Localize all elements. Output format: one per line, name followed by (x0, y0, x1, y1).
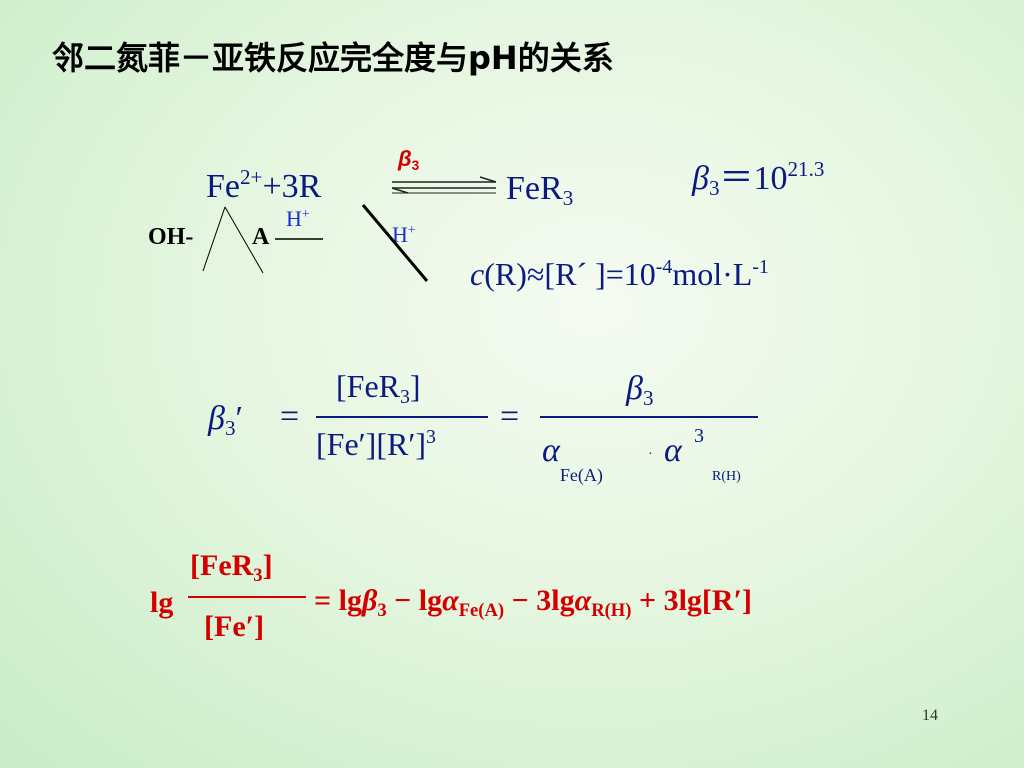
beta3-value: β3＝1021.3 (692, 156, 825, 201)
reaction-beta-label: β3 (398, 146, 420, 174)
log-eq-denominator: [Fe′] (204, 610, 265, 643)
cond-constant-lhs: β3′ (208, 400, 243, 441)
log-eq-numerator: [FeR3] (190, 549, 273, 586)
log-eq-lg: lg (150, 586, 174, 619)
reactant: Fe2++3R (206, 164, 322, 205)
side-h-right: H+ (392, 221, 416, 247)
cond-equals-2: = (500, 398, 520, 435)
cond-fraction2-alpha-r-sup: 3 (694, 425, 704, 447)
cond-fraction2-alpha-fe: αFe(A) (542, 432, 603, 485)
cond-fraction2-alpha-r: α (664, 432, 682, 469)
cond-fraction1-denominator: [Fe′][R′]3 (316, 425, 436, 462)
product: FeR3 (506, 170, 574, 211)
ligand-concentration: c(R)≈[R´ ]=10-4mol·L-1 (470, 255, 769, 292)
side-h-over-a: H+ (286, 205, 310, 231)
log-eq-rhs: = lgβ3 − lgαFe(A) − 3lgαR(H) + 3lg[R′] (314, 584, 752, 621)
log-eq-fraction-bar (188, 596, 306, 598)
cond-fraction2-dot: · (648, 447, 653, 462)
cond-fraction2-bar (540, 416, 758, 418)
side-a-label: A (252, 224, 270, 250)
cond-fraction1-numerator: [FeR3] (336, 368, 421, 408)
page-number: 14 (922, 707, 938, 724)
cond-fraction2-alpha-r-sub: R(H) (712, 469, 741, 484)
side-oh-label: OH- (148, 224, 194, 250)
side-reaction-lines (202, 204, 429, 282)
cond-fraction2-numerator: β3 (626, 370, 654, 411)
slide-title: 邻二氮菲－亚铁反应完全度与pH的关系 (52, 39, 614, 77)
cond-fraction1-bar (316, 416, 488, 418)
equilibrium-arrows (391, 176, 497, 194)
cond-equals-1: = (280, 398, 300, 435)
